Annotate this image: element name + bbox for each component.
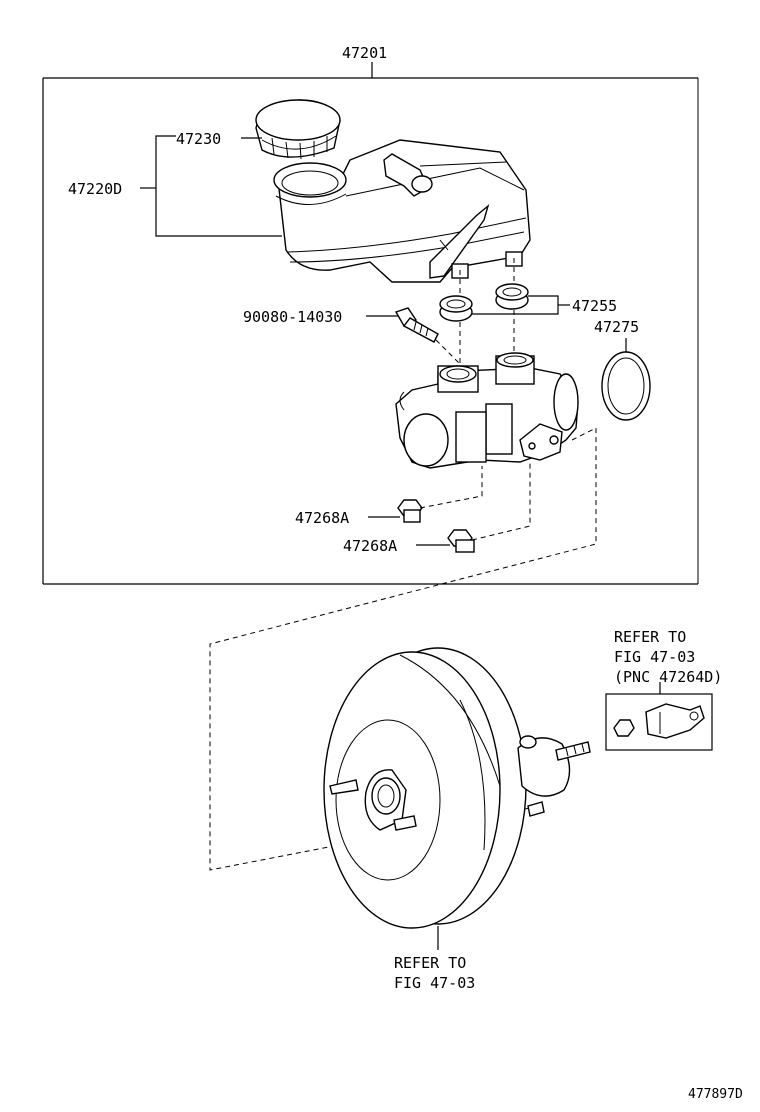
callout-47220D: 47220D: [68, 180, 122, 198]
refer-booster-line2: FIG 47-03: [394, 974, 475, 992]
clevis-inset: [605, 682, 713, 751]
brake-booster: [323, 647, 591, 929]
callout-90080-14030: 90080-14030: [243, 308, 342, 326]
refer-clevis-line3: (PNC 47264D): [614, 668, 722, 686]
callout-47275: 47275: [594, 318, 639, 336]
assembly-frame: [42, 62, 699, 585]
refer-clevis-line1: REFER TO: [614, 628, 686, 646]
callout-47268A-lower: 47268A: [343, 537, 397, 555]
reservoir-tank: [273, 139, 531, 283]
plug-lower: [447, 529, 475, 553]
grommet-right: [495, 283, 529, 310]
grommet-left: [439, 295, 473, 322]
master-cylinder: [395, 352, 579, 469]
refer-booster-line1: REFER TO: [394, 954, 466, 972]
callout-47230: 47230: [176, 130, 221, 148]
o-ring: [601, 351, 651, 421]
reservoir-cap: [255, 99, 341, 160]
plug-upper: [397, 499, 423, 523]
figure-code: 477897D: [688, 1087, 743, 1102]
set-screw: [394, 307, 439, 343]
callout-47255: 47255: [572, 297, 617, 315]
callout-47201: 47201: [342, 44, 387, 62]
callout-47268A-upper: 47268A: [295, 509, 349, 527]
refer-clevis-line2: FIG 47-03: [614, 648, 695, 666]
